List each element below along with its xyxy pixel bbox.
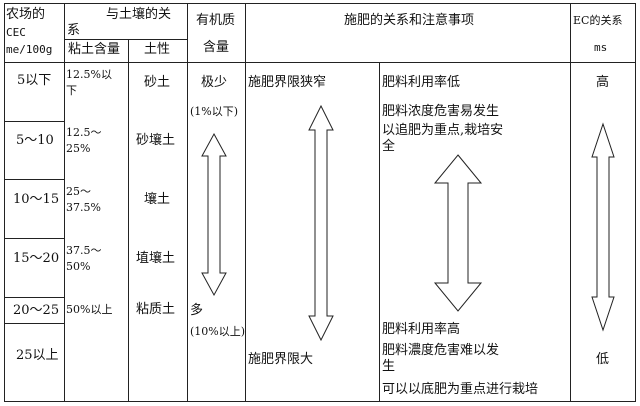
note-top-4: 全 <box>382 139 396 154</box>
cec-row-3: 10～15 <box>13 192 60 207</box>
cec-row-4: 15～20 <box>13 251 60 266</box>
clay-row-1-line1: 12.5%以 <box>66 68 112 81</box>
header-soil-type: 土性 <box>144 42 171 57</box>
header-ec-line1: EC的关系 <box>573 14 623 27</box>
soil-row-2: 砂壤土 <box>136 133 176 148</box>
organic-low-note: (1%以下) <box>190 105 239 118</box>
clay-row-2-line1: 12.5～ <box>66 126 102 139</box>
clay-row-1-line2: 下 <box>66 84 77 97</box>
note-top-1: 肥料利用率低 <box>382 75 461 90</box>
ec-low: 低 <box>596 352 610 367</box>
soil-row-3: 壤土 <box>144 192 171 207</box>
note-top-3: 以追肥为重点,栽培安 <box>382 123 504 138</box>
cec-row-5: 20～25 <box>13 303 60 318</box>
soil-row-4: 埴壤土 <box>136 251 176 266</box>
header-soil-relation-line2: 系 <box>67 23 81 38</box>
clay-row-3-line1: 25～ <box>66 185 91 198</box>
organic-arrow <box>201 132 227 297</box>
header-organic-line1: 有机质 <box>196 13 236 28</box>
organic-high-note: (10%以上) <box>190 325 246 338</box>
clay-row-4-line1: 37.5～ <box>66 244 102 257</box>
fertilizer-limit-wide: 施肥界限大 <box>248 352 314 367</box>
cec-row-1: 5以下 <box>17 73 52 88</box>
clay-row-2-line2: 25% <box>66 142 91 155</box>
note-bottom-4: 可以以底肥为重点进行栽培 <box>382 382 539 397</box>
fertilizer-effect-arrow <box>433 154 483 312</box>
clay-row-3-line2: 37.5% <box>66 201 101 214</box>
note-top-2: 肥料浓度危害易发生 <box>382 104 500 119</box>
header-soil-relation-line1: 与土壤的关 <box>106 7 172 22</box>
note-bottom-2: 肥料濃度危害难以发 <box>382 343 500 358</box>
table-border <box>4 3 636 402</box>
soil-row-1: 砂土 <box>144 75 171 90</box>
header-cec-line2: CEC <box>6 26 26 39</box>
header-cec-line1: 农场的 <box>6 7 46 22</box>
header-organic-line2: 含量 <box>203 40 230 55</box>
soil-row-5: 粘质土 <box>136 302 176 317</box>
ec-high: 高 <box>596 75 610 90</box>
organic-high: 多 <box>190 303 204 318</box>
clay-row-4-line2: 50% <box>66 260 91 273</box>
fertilizer-limit-narrow: 施肥界限狭窄 <box>248 75 327 90</box>
header-ec-unit: ms <box>594 41 608 54</box>
header-fertilizer: 施肥的关系和注意事项 <box>344 13 475 28</box>
ec-arrow <box>591 122 615 332</box>
cec-row-6: 25以上 <box>16 348 59 363</box>
cec-row-2: 5～10 <box>16 133 54 148</box>
header-cec-unit: me/100g <box>6 43 53 56</box>
note-bottom-1: 肥料利用率高 <box>382 322 461 337</box>
clay-row-5-line1: 50%以上 <box>66 303 113 316</box>
note-bottom-3: 生 <box>382 359 396 374</box>
header-clay-content: 粘土含量 <box>68 42 121 57</box>
fertilizer-limit-arrow <box>308 104 334 342</box>
organic-low: 极少 <box>201 75 228 90</box>
